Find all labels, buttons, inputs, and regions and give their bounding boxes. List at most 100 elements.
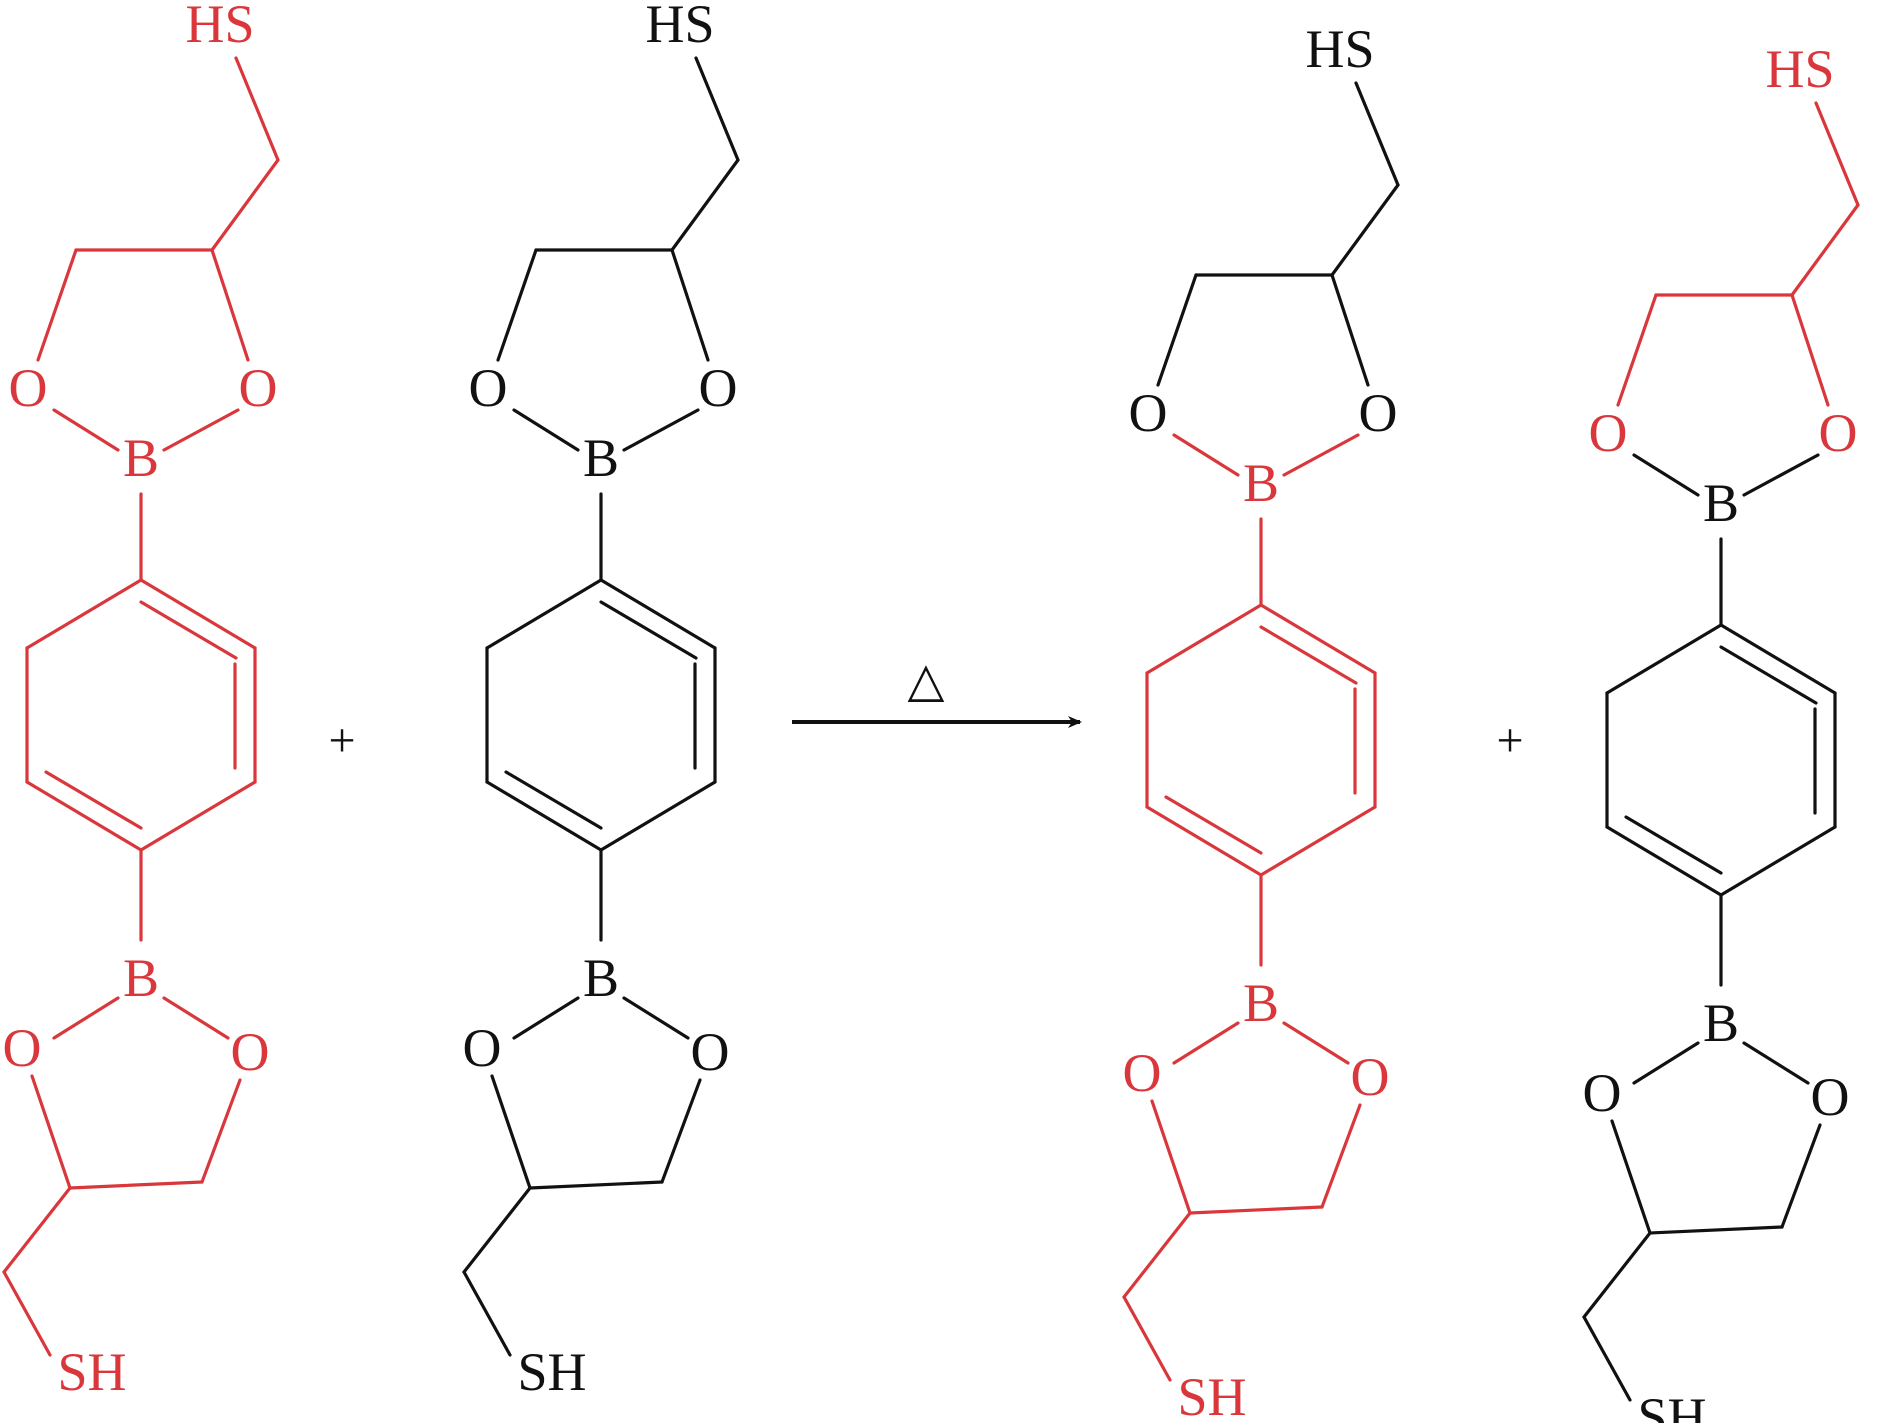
plus-sign-left: + (328, 714, 355, 767)
oxygen-label: O (463, 1018, 502, 1078)
plus-sign-right: + (1496, 714, 1523, 767)
oxygen-label: O (699, 358, 738, 418)
bond-b-o (1742, 1041, 1810, 1085)
bond-phenyl-inner (599, 600, 698, 660)
thiol-label-top: HS (1765, 39, 1834, 99)
bond-o-b (1632, 453, 1700, 497)
bond-ring-right (670, 248, 710, 362)
bond-ring-right (1780, 1123, 1822, 1229)
bond-phenyl-inner (1259, 625, 1358, 685)
bond-ring-left (1610, 1119, 1652, 1235)
oxygen-label: O (1583, 1063, 1622, 1123)
oxygen-label: O (1351, 1047, 1390, 1107)
oxygen-label: O (9, 358, 48, 418)
bond-phenyl-inner (44, 770, 143, 830)
bond-b-o (162, 996, 230, 1040)
bond-o-b (512, 408, 580, 452)
bond-o-b (1742, 453, 1820, 497)
oxygen-label: O (469, 358, 508, 418)
bond-ch2-thiol (1122, 1295, 1172, 1382)
oxygen-label: O (231, 1022, 270, 1082)
bond-phenyl (25, 780, 143, 852)
bond-phenyl (139, 780, 257, 852)
bond-thiol-ch2 (234, 56, 280, 162)
bond-ch2-ring (670, 158, 740, 252)
molecule-reactant-2: HS O O B B O O SH (462, 0, 740, 1402)
bond-phenyl (1605, 623, 1723, 695)
bond-ring-bottom (68, 1180, 204, 1190)
bond-thiol-ch2 (1814, 101, 1860, 207)
bond-phenyl (1605, 825, 1723, 897)
bond-thiol-ch2 (694, 56, 740, 162)
oxygen-label: O (1123, 1043, 1162, 1103)
bond-o-b (1172, 433, 1240, 477)
oxygen-label: O (3, 1018, 42, 1078)
bond-phenyl (485, 780, 603, 852)
bond-phenyl-inner (1164, 795, 1263, 855)
bond-ch2-thiol (1582, 1315, 1632, 1402)
bond-b-o (1172, 1021, 1240, 1065)
bond-ring-right (210, 248, 250, 362)
bond-phenyl-inner (139, 600, 238, 660)
bond-ring-ch2 (1582, 1231, 1652, 1319)
bond-ring-left (1156, 273, 1198, 387)
bond-ch2-thiol (462, 1270, 512, 1357)
bond-phenyl (139, 578, 257, 650)
bond-phenyl (25, 578, 143, 650)
bond-ring-bottom (1648, 1225, 1784, 1235)
bond-ring-ch2 (462, 1186, 532, 1274)
bond-phenyl-inner (504, 770, 603, 830)
bond-phenyl (485, 578, 603, 650)
thiol-label-top: HS (1305, 19, 1374, 79)
bond-b-o (1282, 1021, 1350, 1065)
bond-phenyl-inner (1624, 815, 1723, 875)
bond-ring-ch2 (1122, 1211, 1192, 1299)
bond-ring-bottom (528, 1180, 664, 1190)
bond-ring-left (496, 248, 538, 362)
boron-label: B (123, 948, 159, 1008)
bond-ch2-ring (1790, 203, 1860, 297)
bond-ch2-thiol (2, 1270, 52, 1357)
bond-ch2-ring (210, 158, 280, 252)
heat-symbol: △ (908, 654, 945, 707)
thiol-label-top: HS (185, 0, 254, 54)
bond-phenyl (1145, 805, 1263, 877)
oxygen-label: O (1589, 403, 1628, 463)
boron-label: B (583, 428, 619, 488)
bond-phenyl (1719, 825, 1837, 897)
bond-phenyl (1259, 603, 1377, 675)
bond-phenyl-inner (1719, 645, 1818, 705)
bond-ring-right (1790, 293, 1830, 407)
bond-ring-left (490, 1074, 532, 1190)
bond-o-b (162, 408, 240, 452)
oxygen-label: O (1819, 403, 1858, 463)
bond-ring-left (1616, 293, 1658, 407)
bond-ring-right (200, 1078, 242, 1184)
oxygen-label: O (691, 1022, 730, 1082)
bond-b-o (1632, 1041, 1700, 1085)
bond-ring-right (660, 1078, 702, 1184)
bond-o-b (1282, 433, 1360, 477)
boron-label: B (1243, 973, 1279, 1033)
boron-label: B (1703, 473, 1739, 533)
oxygen-label: O (239, 358, 278, 418)
boron-label: B (1703, 993, 1739, 1053)
bond-ring-right (1330, 273, 1370, 387)
bond-phenyl (1145, 603, 1263, 675)
bond-o-b (622, 408, 700, 452)
thiol-label-bottom: SH (57, 1342, 126, 1402)
bond-ring-left (1150, 1099, 1192, 1215)
bond-o-b (52, 408, 120, 452)
bond-ch2-ring (1330, 183, 1400, 277)
thiol-label-top: HS (645, 0, 714, 54)
oxygen-label: O (1359, 383, 1398, 443)
boron-label: B (583, 948, 619, 1008)
bond-ring-right (1320, 1103, 1362, 1209)
thiol-label-bottom: SH (517, 1342, 586, 1402)
bond-b-o (52, 996, 120, 1040)
oxygen-label: O (1129, 383, 1168, 443)
